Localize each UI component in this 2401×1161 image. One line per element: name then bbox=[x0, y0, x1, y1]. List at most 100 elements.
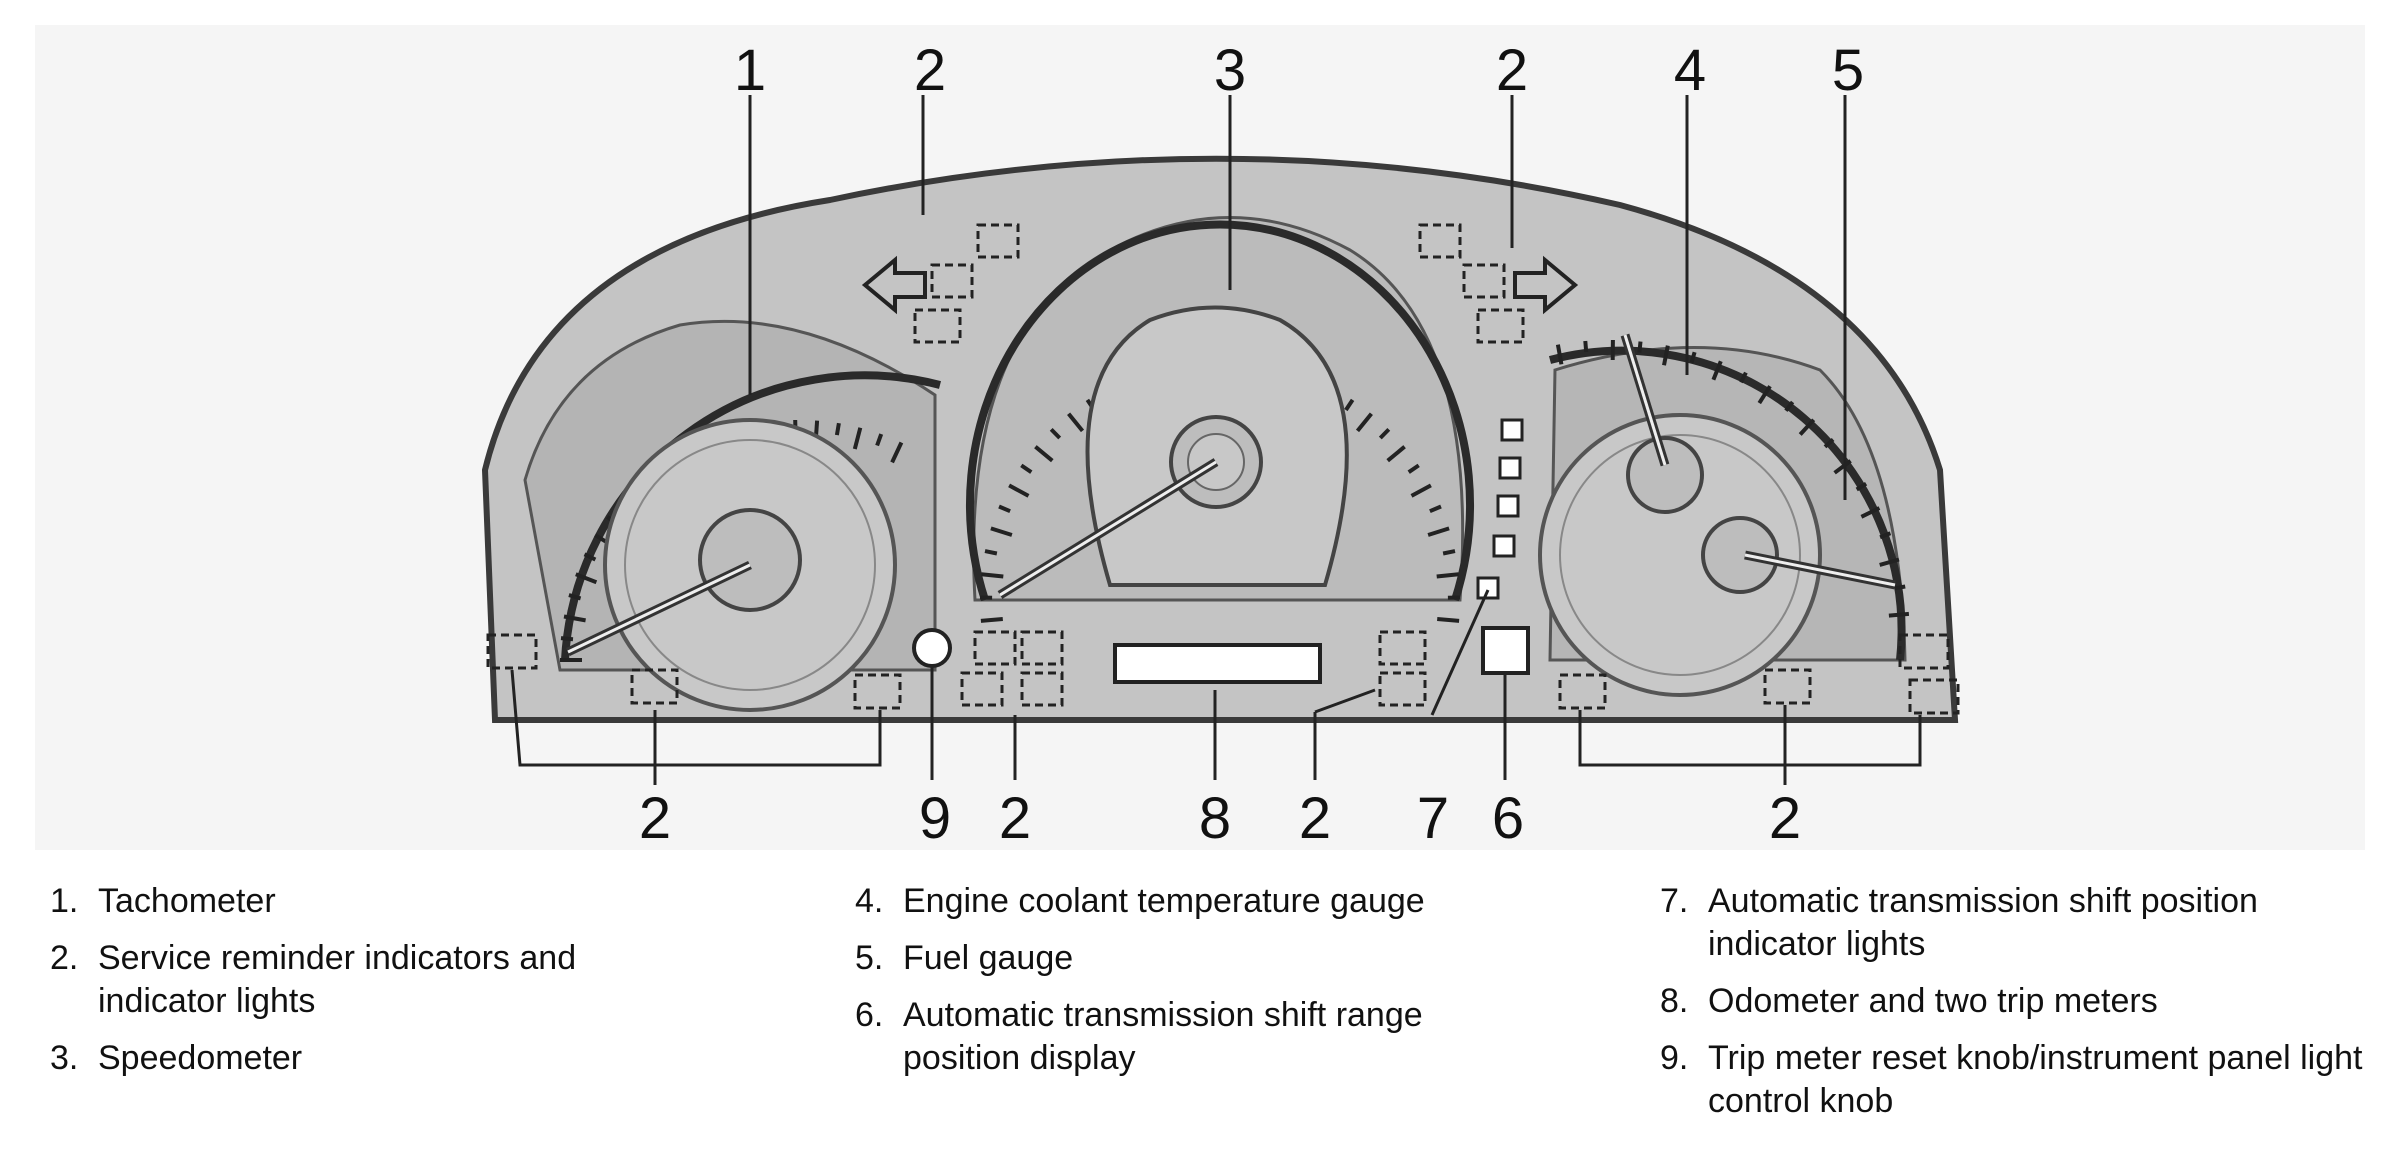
temperature-fuel-gauge bbox=[1538, 333, 1910, 697]
shift-range-position-display bbox=[1481, 626, 1530, 675]
scale-tick bbox=[1555, 344, 1564, 365]
scale-tick bbox=[1442, 549, 1456, 556]
scale-tick bbox=[1049, 427, 1062, 440]
legend-item: 7. Automatic transmission shift position … bbox=[1660, 880, 2390, 966]
scale-tick bbox=[563, 614, 586, 623]
callout-number: 1 bbox=[734, 38, 766, 103]
scale-tick bbox=[1855, 481, 1868, 492]
legend-text: Engine coolant temperature gauge bbox=[903, 882, 1425, 920]
callout-number: 2 bbox=[1769, 786, 1801, 851]
coolant-temperature-hub bbox=[1626, 436, 1704, 514]
callout-number: 9 bbox=[919, 786, 951, 851]
scale-tick bbox=[1711, 360, 1723, 381]
legend-text: Automatic transmission shift range posit… bbox=[903, 996, 1423, 1077]
scale-tick bbox=[1437, 617, 1460, 623]
legend-text: Service reminder indicators and indicato… bbox=[98, 939, 577, 1020]
callout-number: 2 bbox=[639, 786, 671, 851]
legend-text: Speedometer bbox=[98, 1039, 303, 1077]
scale-tick bbox=[1784, 400, 1795, 412]
left-turn-arrow-icon bbox=[861, 255, 927, 315]
scale-tick bbox=[1739, 371, 1748, 384]
scale-tick bbox=[1034, 445, 1054, 463]
scale-tick bbox=[583, 552, 597, 562]
scale-tick bbox=[1888, 611, 1910, 618]
scale-tick bbox=[981, 572, 1004, 579]
legend-number: 2. bbox=[50, 939, 79, 977]
callout-number: 3 bbox=[1214, 38, 1246, 103]
scale-tick bbox=[1894, 584, 1906, 591]
legend-number: 8. bbox=[1660, 982, 1689, 1020]
callout-number: 2 bbox=[999, 786, 1031, 851]
scale-tick bbox=[1429, 504, 1442, 514]
callout-number: 5 bbox=[1832, 38, 1864, 103]
scale-tick bbox=[575, 572, 598, 585]
scale-tick bbox=[560, 636, 574, 642]
scale-tick bbox=[1378, 427, 1391, 440]
scale-tick bbox=[1798, 418, 1816, 436]
scale-tick bbox=[1067, 412, 1085, 433]
legend-item: 2. Service reminder indicators and indica… bbox=[50, 937, 670, 1023]
legend-number: 1. bbox=[50, 882, 79, 920]
gauge-scale-ticks bbox=[1555, 339, 1910, 618]
scale-tick bbox=[1344, 398, 1355, 412]
legend-text: Odometer and two trip meters bbox=[1708, 982, 2158, 1020]
legend-item: 9. Trip meter reset knob/instrument panel… bbox=[1660, 1037, 2390, 1123]
scale-tick bbox=[890, 441, 904, 464]
fuel-gauge-hub bbox=[1701, 516, 1779, 594]
indicator-lights bbox=[486, 223, 1960, 715]
scale-tick bbox=[568, 593, 582, 601]
scale-tick bbox=[1833, 459, 1852, 475]
legend-column-3: 7. Automatic transmission shift position … bbox=[1660, 880, 2390, 1137]
scale-tick bbox=[1386, 445, 1406, 463]
right-turn-arrow-icon bbox=[1513, 255, 1579, 315]
scale-tick bbox=[1020, 463, 1033, 474]
legend-item: 6. Automatic transmission shift range pos… bbox=[855, 994, 1515, 1080]
legend-number: 5. bbox=[855, 939, 884, 977]
legend-text: Trip meter reset knob/instrument panel l… bbox=[1708, 1039, 2363, 1120]
scale-tick bbox=[852, 427, 863, 450]
callout-number: 6 bbox=[1492, 786, 1524, 851]
scale-tick bbox=[1757, 385, 1772, 405]
scale-tick bbox=[1583, 340, 1589, 353]
callout-number: 2 bbox=[1496, 38, 1528, 103]
scale-tick bbox=[1823, 438, 1835, 449]
legend-item: 5. Fuel gauge bbox=[855, 937, 1515, 980]
legend-number: 9. bbox=[1660, 1039, 1689, 1077]
scale-tick bbox=[1689, 351, 1697, 364]
callout-number: 2 bbox=[1299, 786, 1331, 851]
scale-tick bbox=[1410, 483, 1432, 498]
legend-number: 6. bbox=[855, 996, 884, 1034]
legend-number: 3. bbox=[50, 1039, 79, 1077]
scale-tick bbox=[990, 526, 1013, 537]
speedometer bbox=[966, 216, 1474, 623]
callout-number: 7 bbox=[1417, 786, 1449, 851]
callout-numbers: 1 2 3 2 4 5 2 9 2 8 2 7 6 2 bbox=[639, 38, 1864, 851]
legend-text: Automatic transmission shift position in… bbox=[1708, 882, 2258, 963]
scale-tick bbox=[1662, 345, 1670, 366]
scale-tick bbox=[1355, 412, 1373, 433]
callout-number: 2 bbox=[914, 38, 946, 103]
callout-number: 4 bbox=[1674, 38, 1706, 103]
legend-number: 7. bbox=[1660, 882, 1689, 920]
legend-item: 8. Odometer and two trip meters bbox=[1660, 980, 2390, 1023]
legend-item: 3. Speedometer bbox=[50, 1037, 670, 1080]
legend-item: 1. Tachometer bbox=[50, 880, 670, 923]
scale-tick bbox=[1860, 506, 1881, 519]
scale-tick bbox=[1427, 526, 1450, 537]
trip-reset-knob bbox=[912, 628, 952, 668]
tachometer bbox=[523, 319, 942, 712]
legend-item: 4. Engine coolant temperature gauge bbox=[855, 880, 1515, 923]
leader-lines bbox=[510, 95, 1922, 785]
scale-tick bbox=[1879, 557, 1900, 567]
scale-tick bbox=[875, 433, 884, 447]
instrument-cluster-diagram: 1 2 3 2 4 5 2 9 2 8 2 7 6 2 bbox=[481, 38, 1960, 851]
callout-number: 8 bbox=[1199, 786, 1231, 851]
scale-tick bbox=[1407, 463, 1420, 474]
legend-number: 4. bbox=[855, 882, 884, 920]
legend-text: Fuel gauge bbox=[903, 939, 1074, 977]
shift-position-indicator-lights bbox=[1476, 418, 1524, 600]
scale-tick bbox=[998, 504, 1011, 514]
scale-tick bbox=[834, 422, 841, 436]
legend-text: Tachometer bbox=[98, 882, 276, 920]
odometer-display bbox=[1113, 643, 1322, 684]
